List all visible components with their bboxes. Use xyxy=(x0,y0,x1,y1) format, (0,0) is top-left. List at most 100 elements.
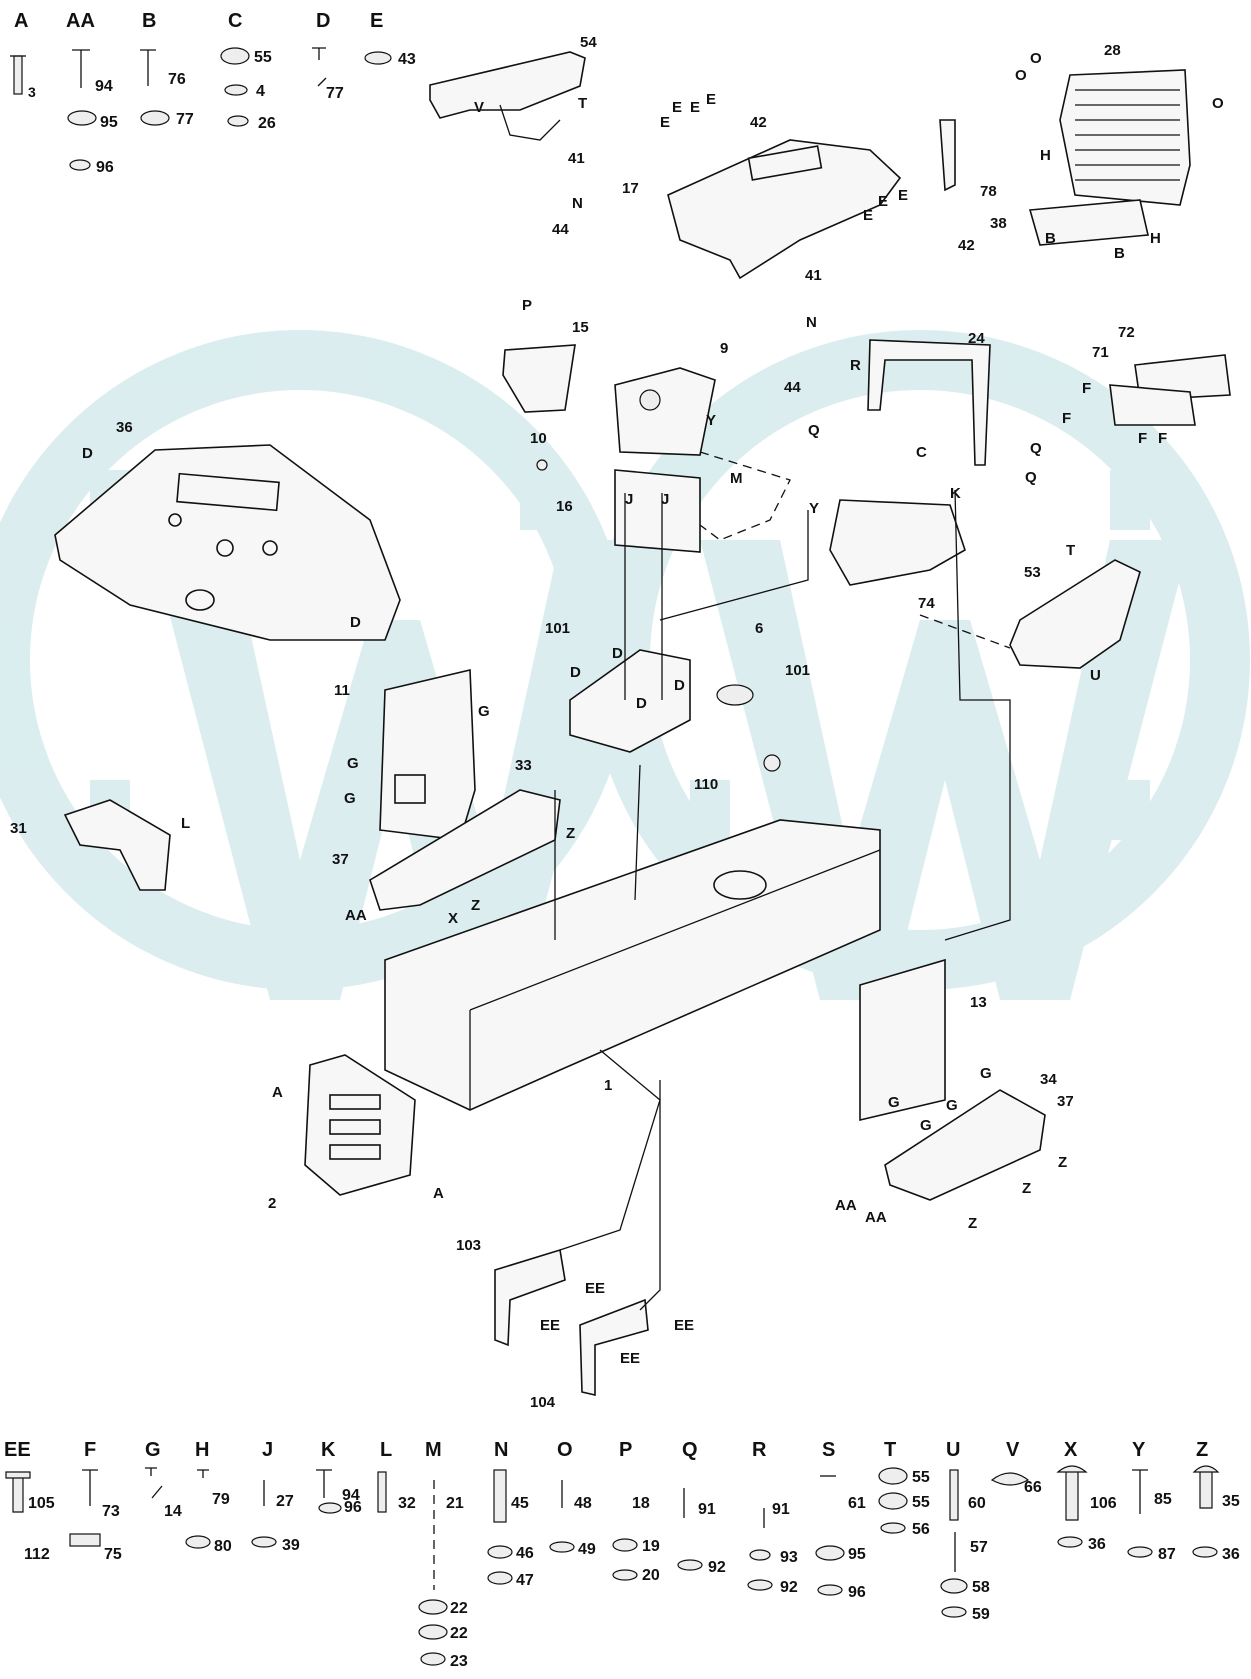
part-number: 55 xyxy=(912,1494,930,1511)
bracket-31 xyxy=(63,799,171,891)
nut-icon xyxy=(1127,1546,1153,1558)
callout: 34 xyxy=(1040,1071,1057,1088)
seat-mount-plate xyxy=(569,649,691,753)
part-number: 59 xyxy=(972,1606,990,1623)
part-number: 26 xyxy=(258,115,276,132)
callout: Z xyxy=(566,825,575,842)
console-9 xyxy=(614,367,716,456)
callout: 101 xyxy=(545,620,570,637)
callout: G xyxy=(920,1117,932,1134)
callout: E xyxy=(863,207,873,224)
part-number: 20 xyxy=(642,1567,660,1584)
part-number: 55 xyxy=(912,1469,930,1486)
key-letter: Q xyxy=(682,1439,698,1461)
callout: E xyxy=(706,91,716,108)
callout: 28 xyxy=(1104,42,1121,59)
callout: 13 xyxy=(970,994,987,1011)
bracket-78 xyxy=(939,119,956,192)
callout: O xyxy=(1015,67,1027,84)
part-number: 77 xyxy=(326,85,344,102)
callout: D xyxy=(350,614,361,631)
nut-icon xyxy=(69,1533,101,1547)
callout: F xyxy=(1138,430,1147,447)
part-number: 76 xyxy=(168,71,186,88)
callout: Z xyxy=(1058,1154,1067,1171)
part-number: 75 xyxy=(104,1546,122,1563)
washer-icon xyxy=(878,1492,908,1510)
bolt-icon xyxy=(377,1471,387,1513)
callout: F xyxy=(1062,410,1071,427)
nut-icon xyxy=(1192,1546,1218,1558)
washer-icon xyxy=(220,47,250,65)
part-number: 96 xyxy=(848,1584,866,1601)
part-number: 46 xyxy=(516,1545,534,1562)
part-number: 61 xyxy=(848,1495,866,1512)
callouts: 54 V T 42 E E E E 41 17 N 44 28 O O O 78… xyxy=(10,34,1224,1411)
callout: 33 xyxy=(515,757,532,774)
callout: 2 xyxy=(268,1195,276,1212)
callout: 37 xyxy=(332,851,349,868)
callout: 110 xyxy=(694,776,718,793)
callout: K xyxy=(950,485,961,502)
callout: 41 xyxy=(805,267,822,284)
washer-icon xyxy=(487,1545,513,1559)
bolt-icon xyxy=(316,1469,332,1498)
stud-icon xyxy=(949,1469,959,1521)
washer-icon xyxy=(612,1538,638,1552)
knob-110 xyxy=(763,754,781,772)
bar-24 xyxy=(867,339,991,466)
callout: G xyxy=(344,790,356,807)
callout: H xyxy=(1150,230,1161,247)
panel-38 xyxy=(1028,199,1149,246)
callout: 16 xyxy=(556,498,573,515)
part-number: 95 xyxy=(848,1546,866,1563)
part-number: 36 xyxy=(1088,1536,1106,1553)
callout: U xyxy=(1090,667,1101,684)
key-letter: Y xyxy=(1132,1439,1146,1461)
nut-icon xyxy=(941,1606,967,1618)
callout: J xyxy=(625,491,633,508)
callout: 1 xyxy=(604,1077,612,1094)
part-number: 105 xyxy=(28,1495,55,1512)
part-number: 91 xyxy=(698,1501,716,1518)
key-letter: C xyxy=(228,10,242,32)
plate-15 xyxy=(502,344,576,413)
part-number: 92 xyxy=(708,1559,726,1576)
washer-icon xyxy=(940,1578,968,1594)
callout: 101 xyxy=(785,662,810,679)
callout: 71 xyxy=(1092,344,1109,361)
callout: X xyxy=(448,910,458,927)
bracket-16 xyxy=(614,469,701,553)
callout: 44 xyxy=(784,379,801,396)
leader-lines xyxy=(554,451,1011,1311)
nut-icon xyxy=(817,1584,843,1596)
callout: 72 xyxy=(1118,324,1135,341)
bolt-icon xyxy=(1132,1469,1148,1514)
part-number: 57 xyxy=(970,1539,988,1556)
part-number: 91 xyxy=(772,1501,790,1518)
key-letter: V xyxy=(1006,1439,1020,1461)
callout: 103 xyxy=(456,1237,481,1254)
side-panel-11 xyxy=(379,668,476,841)
key-letter: A xyxy=(14,10,28,32)
part-number: 14 xyxy=(164,1503,182,1520)
nut-icon xyxy=(420,1652,446,1666)
part-number: 66 xyxy=(1024,1479,1042,1496)
hood-17 xyxy=(667,139,902,280)
key-letter: G xyxy=(145,1439,161,1461)
nut-icon xyxy=(185,1535,211,1549)
nut-icon xyxy=(880,1522,906,1534)
callout: H xyxy=(1040,147,1051,164)
key-letter: EE xyxy=(4,1439,31,1461)
part-number: 77 xyxy=(176,111,194,128)
side-panel-13 xyxy=(859,958,946,1122)
nut-icon xyxy=(69,159,91,171)
part-number: 94 xyxy=(342,1487,360,1504)
part-number: 55 xyxy=(254,49,272,66)
panel-53 xyxy=(1009,559,1141,669)
callout: Y xyxy=(706,412,716,429)
callout: D xyxy=(612,645,623,662)
washer-icon xyxy=(749,1549,771,1561)
hood-vent xyxy=(747,145,823,181)
part-number: 112 xyxy=(24,1546,50,1563)
